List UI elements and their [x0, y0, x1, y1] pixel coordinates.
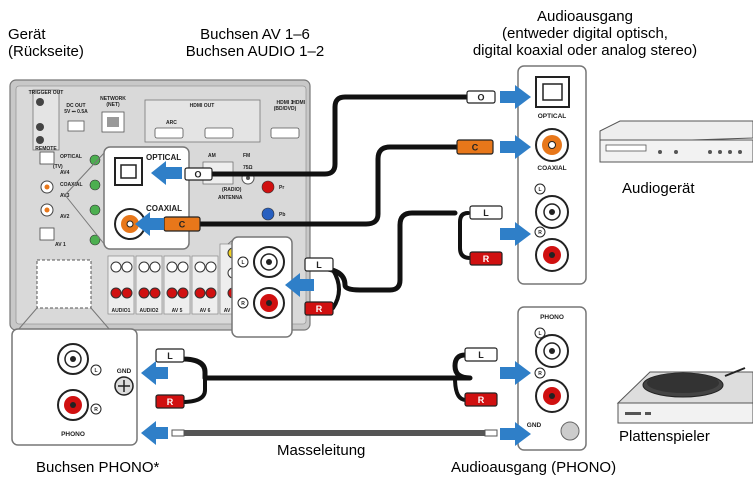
- av6-text: AV 6: [200, 308, 211, 314]
- audio2-text: AUDIO2: [140, 308, 159, 314]
- network-port-inner: [107, 117, 119, 127]
- trigger-out-text: TRIGGER OUT: [29, 90, 64, 96]
- fm-text: FM: [243, 153, 250, 159]
- audio-player-icon: [600, 121, 753, 162]
- unit-phono-callout: L R GND PHONO: [12, 308, 137, 445]
- optical-plug-unit-text: O: [194, 170, 201, 180]
- player-l-text: L: [538, 187, 541, 193]
- arc-text: ARC: [166, 120, 177, 126]
- tt-l-text: L: [538, 331, 541, 337]
- network-sub-text: (NET): [106, 102, 120, 108]
- remote-jack: [36, 136, 44, 144]
- unit-audio-r-text: R: [241, 301, 245, 307]
- unit-analog-callout: L R: [228, 237, 292, 337]
- trigger-jack-1: [36, 98, 44, 106]
- usb-port: [68, 121, 84, 131]
- phono-l-plug-unit-text: L: [167, 351, 173, 361]
- av5-text: AV 5: [172, 308, 183, 314]
- unit-phono-l-text: L: [94, 368, 97, 374]
- phono-location-marker: [37, 260, 91, 308]
- phono-cable: [182, 355, 470, 378]
- tt-phono-text: PHONO: [540, 314, 564, 321]
- player-coaxial-text: COAXIAL: [537, 165, 566, 172]
- av4-text: AV4: [60, 170, 70, 176]
- blue-arrow-icon: [141, 421, 168, 445]
- pb-text: Pb: [279, 212, 285, 218]
- pr-text: Pr: [279, 185, 284, 191]
- hdmi-out-text: HDMI OUT: [190, 103, 215, 109]
- turntable-icon: [618, 368, 753, 423]
- antenna-text: ANTENNA: [218, 195, 243, 201]
- audio1-text: AUDIO1: [112, 308, 131, 314]
- optical-small-text: OPTICAL: [60, 154, 82, 160]
- unit-phono-r-text: R: [94, 407, 98, 413]
- unit-gnd-text: GND: [117, 368, 132, 375]
- hdmi1-port: [271, 128, 299, 138]
- tt-r-text: R: [538, 371, 542, 377]
- remote-text: REMOTE: [35, 146, 57, 152]
- analog-r-plug-player-text: R: [483, 254, 490, 264]
- dc-out-sub-text: 5V ⎓ 0.5A: [64, 109, 88, 115]
- hdmi-out-port-1: [155, 128, 183, 138]
- hdmi-out-port-2: [205, 128, 233, 138]
- trigger-jack-2: [36, 123, 44, 131]
- small-optical-jack-2: [40, 228, 54, 240]
- av2-text: AV2: [60, 214, 70, 220]
- player-r-text: R: [538, 230, 542, 236]
- hdmi-text: HDMI: [292, 100, 305, 106]
- analog-r-plug-unit-text: R: [316, 304, 323, 314]
- unit-optical-text: OPTICAL: [146, 153, 181, 162]
- unit-phono-text: PHONO: [61, 431, 85, 438]
- tt-gnd-terminal: [561, 422, 579, 440]
- small-optical-jack-1: [40, 152, 54, 164]
- coax-plug-player-text: C: [472, 143, 479, 153]
- av1-text: AV 1: [55, 242, 66, 248]
- analog-l-plug-unit-text: L: [316, 260, 322, 270]
- phono-r-plug-unit-text: R: [167, 397, 174, 407]
- unit-audio-l-text: L: [241, 260, 244, 266]
- tt-gnd-text: GND: [527, 422, 542, 429]
- unit-coaxial-text: COAXIAL: [146, 204, 182, 213]
- ohm-text: 75Ω: [243, 165, 253, 171]
- coax-plug-unit-text: C: [179, 220, 186, 230]
- phono-output-panel: PHONO L R GND: [518, 307, 586, 450]
- radio-text: (RADIO): [222, 187, 242, 193]
- analog-l-plug-player-text: L: [483, 208, 489, 218]
- optical-plug-player-text: O: [477, 93, 484, 103]
- hdmi1-sub-text: (BD/DVD): [274, 106, 297, 112]
- player-optical-text: OPTICAL: [538, 113, 567, 120]
- phono-r-plug-tt-text: R: [478, 395, 485, 405]
- phono-l-plug-tt-text: L: [478, 350, 484, 360]
- av3-text: AV3: [60, 193, 70, 199]
- blue-arrow-icon: [141, 361, 168, 385]
- am-text: AM: [208, 153, 216, 159]
- coaxial-small-text: COAXIAL: [60, 182, 83, 188]
